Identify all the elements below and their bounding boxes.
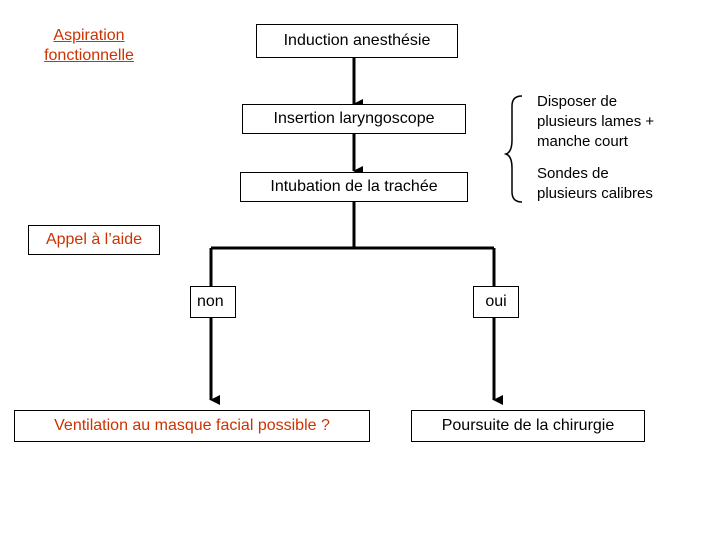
induction-label: Induction anesthésie [283, 32, 431, 49]
aspiration-label: Aspiration fonctionnelle [30, 26, 148, 66]
curly-brace [503, 95, 523, 203]
intubation-label: Intubation de la trachée [270, 178, 438, 195]
oui-box: oui [473, 286, 519, 318]
poursuite-box: Poursuite de la chirurgie [411, 410, 645, 442]
non-label: non [197, 293, 224, 310]
insertion-box: Insertion laryngoscope [242, 104, 466, 134]
disposer-line-2: plusieurs lames + [537, 113, 655, 130]
sondes-note: Sondes de plusieurs calibres [537, 164, 653, 204]
appel-label: Appel à l’aide [45, 231, 143, 248]
ventilation-box: Ventilation au masque facial possible ? [14, 410, 370, 442]
ventilation-label: Ventilation au masque facial possible ? [54, 417, 330, 434]
insertion-label: Insertion laryngoscope [273, 110, 435, 127]
disposer-line-3: manche court [537, 133, 628, 150]
sondes-line-2: plusieurs calibres [537, 185, 653, 202]
induction-box: Induction anesthésie [256, 24, 458, 58]
poursuite-label: Poursuite de la chirurgie [441, 417, 615, 434]
oui-label: oui [485, 293, 507, 310]
aspiration-line-1: Aspiration [53, 27, 125, 44]
disposer-note: Disposer de plusieurs lames + manche cou… [537, 92, 654, 152]
appel-box: Appel à l’aide [28, 225, 160, 255]
intubation-box: Intubation de la trachée [240, 172, 468, 202]
non-box: non [190, 286, 236, 318]
aspiration-line-2: fonctionnelle [44, 47, 134, 64]
disposer-line-1: Disposer de [537, 93, 618, 110]
sondes-line-1: Sondes de [537, 165, 609, 182]
